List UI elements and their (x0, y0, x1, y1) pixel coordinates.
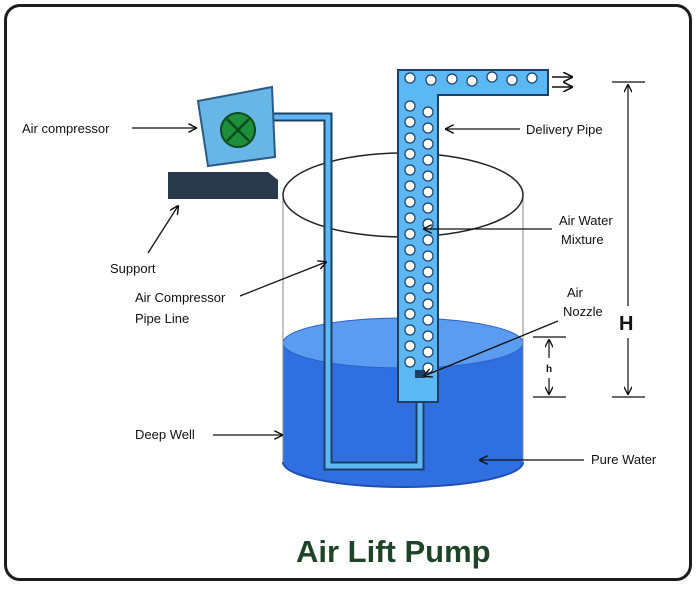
air-bubble-icon (425, 74, 437, 86)
air-bubble-icon (404, 100, 416, 112)
air-bubble-icon (422, 346, 434, 358)
label-compressor-pipe-line-2: Pipe Line (135, 311, 189, 326)
label-pure-water: Pure Water (591, 452, 657, 467)
label-height-H: H (619, 313, 633, 335)
air-bubbles (404, 71, 538, 374)
air-bubble-icon (422, 250, 434, 262)
air-bubble-icon (422, 138, 434, 150)
air-bubble-icon (422, 154, 434, 166)
label-deep-well: Deep Well (135, 427, 195, 442)
label-air-water-mixture-1: Air Water (559, 213, 613, 228)
air-bubble-icon (404, 72, 416, 84)
air-bubble-icon (422, 186, 434, 198)
air-bubble-icon (422, 298, 434, 310)
air-bubble-icon (404, 308, 416, 320)
air-bubble-icon (422, 282, 434, 294)
outflow-arrows (552, 77, 572, 87)
arrow-support (147, 206, 178, 254)
label-air-compressor: Air compressor (22, 121, 110, 136)
air-bubble-icon (422, 170, 434, 182)
label-support: Support (110, 261, 156, 276)
support (168, 172, 278, 199)
air-bubble-icon (404, 132, 416, 144)
height-marker-h (533, 336, 566, 398)
air-bubble-icon (422, 314, 434, 326)
label-air-water-mixture-2: Mixture (561, 232, 604, 247)
water-body (283, 343, 523, 487)
air-compressor (196, 85, 277, 168)
air-bubble-icon (486, 71, 498, 83)
air-bubble-icon (404, 196, 416, 208)
diagram-frame (4, 4, 692, 581)
delivery-pipe (397, 69, 549, 403)
air-bubble-icon (404, 260, 416, 272)
air-bubble-icon (404, 116, 416, 128)
air-compressor-pipe-line-inner (274, 114, 423, 469)
leader-arrows (132, 128, 584, 460)
air-bubble-icon (404, 276, 416, 288)
air-bubble-icon (422, 330, 434, 342)
air-bubble-icon (404, 292, 416, 304)
air-bubble-icon (404, 148, 416, 160)
air-bubble-icon (422, 122, 434, 134)
label-air-nozzle-2: Nozzle (563, 304, 603, 319)
water-bottom-edge (282, 461, 524, 488)
label-height-h: h (546, 364, 552, 375)
air-bubble-icon (422, 266, 434, 278)
air-bubble-icon (404, 228, 416, 240)
air-bubble-icon (404, 356, 416, 368)
arrow-air-nozzle (424, 320, 559, 376)
air-bubble-icon (404, 340, 416, 352)
air-bubble-icon (422, 202, 434, 214)
label-air-nozzle-1: Air (567, 285, 584, 300)
air-bubble-icon (404, 212, 416, 224)
air-bubble-icon (404, 180, 416, 192)
air-bubble-icon (446, 73, 458, 85)
air-bubble-icon (404, 244, 416, 256)
air-bubble-icon (404, 324, 416, 336)
diagram-title: Air Lift Pump (296, 534, 491, 569)
label-compressor-pipe-line-1: Air Compressor (135, 290, 226, 305)
label-delivery-pipe: Delivery Pipe (526, 122, 603, 137)
air-bubble-icon (466, 75, 478, 87)
air-bubble-icon (404, 164, 416, 176)
air-nozzle (415, 370, 425, 378)
air-bubble-icon (422, 106, 434, 118)
fan-icon (220, 112, 256, 148)
air-bubble-icon (526, 72, 538, 84)
air-bubble-icon (422, 218, 434, 230)
air-bubble-icon (422, 234, 434, 246)
height-marker-H (612, 81, 645, 398)
air-bubble-icon (506, 74, 518, 86)
arrow-compressor-pipe-line (239, 262, 326, 297)
